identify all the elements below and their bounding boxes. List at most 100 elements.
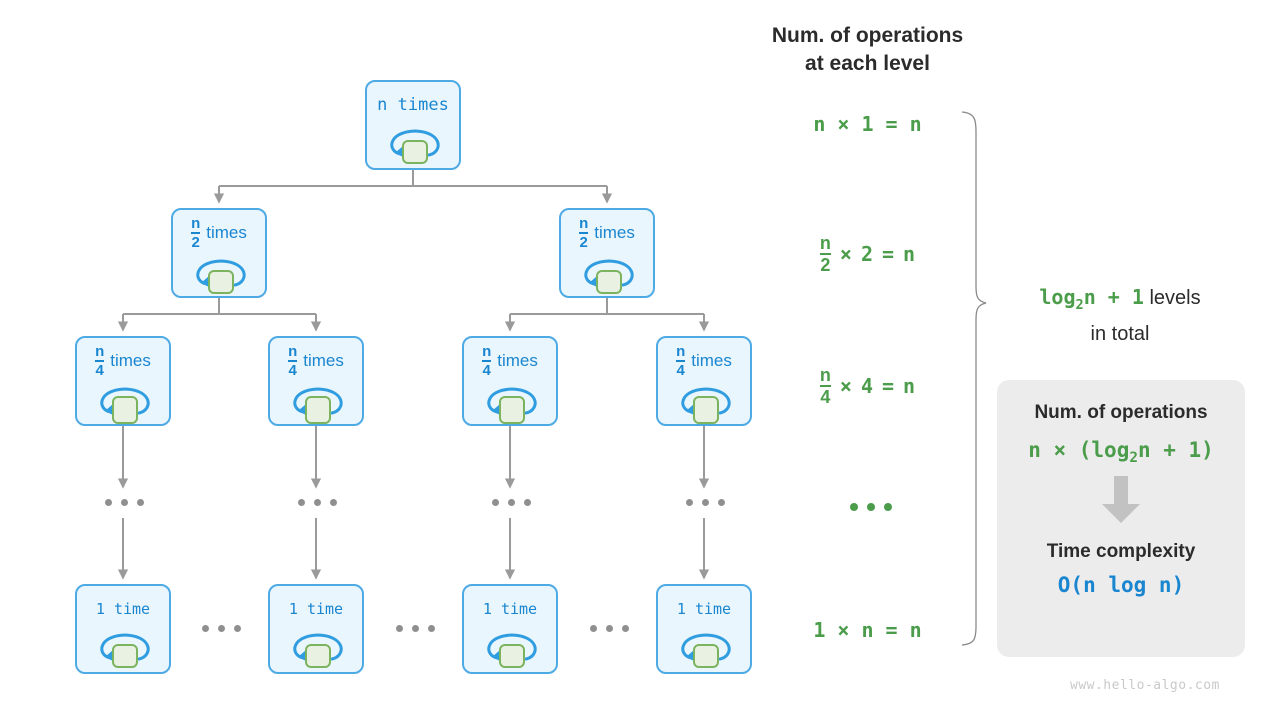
operation-box (693, 396, 719, 424)
operand: 2 (860, 242, 873, 266)
fraction: n 4 (676, 343, 686, 379)
vertical-ellipsis-3 (492, 499, 531, 506)
node-label: n times (377, 95, 449, 115)
dot (428, 625, 435, 632)
operations-row-level-3: n 4 × 4 = n (760, 364, 975, 408)
tree-node-level3-1[interactable]: n 4 times (75, 336, 171, 426)
operator-times: × (839, 242, 852, 266)
operation-box (305, 644, 331, 668)
dot (686, 499, 693, 506)
horizontal-ellipsis-3 (590, 625, 629, 632)
operations-title-line1: Num. of operations (771, 24, 964, 47)
tree-node-level2-left[interactable]: n 2 times (171, 208, 267, 298)
tree-node-level2-right[interactable]: n 2 times (559, 208, 655, 298)
fraction-bar (95, 360, 105, 362)
dot (218, 625, 225, 632)
operation-box (596, 270, 622, 294)
fraction: n 4 (482, 343, 492, 378)
dot (884, 503, 892, 511)
operations-row-level-1: n × 1 = n (760, 110, 975, 138)
operations-row-text: 1 × n = n (813, 618, 922, 642)
tree-node-level3-4[interactable]: n 4 times (656, 336, 752, 426)
fraction-bar (288, 360, 298, 362)
dot (702, 499, 709, 506)
fraction-bar (819, 384, 831, 388)
result: n (903, 374, 916, 398)
dot (412, 625, 419, 632)
node-label-suffix: times (691, 351, 732, 370)
vertical-ellipsis-4 (686, 499, 725, 506)
dot (524, 499, 531, 506)
node-label-suffix: times (110, 351, 151, 370)
tree-node-leaf-2[interactable]: 1 time (268, 584, 364, 674)
fraction-numerator: n (95, 343, 105, 360)
operation-box (112, 396, 138, 424)
node-label: n 4 times (464, 343, 556, 378)
node-label: n 4 times (270, 343, 362, 378)
tree-node-leaf-4[interactable]: 1 time (656, 584, 752, 674)
node-label: 1 time (288, 600, 344, 618)
levels-suffix: levels (1143, 287, 1201, 309)
fraction-denominator: 2 (191, 234, 200, 251)
tree-node-level3-3[interactable]: n 4 times (462, 336, 558, 426)
horizontal-ellipsis-2 (396, 625, 435, 632)
operations-row-text: n × 1 = n (813, 112, 922, 136)
dot (105, 499, 112, 506)
fraction-numerator: n (191, 215, 201, 232)
card-heading-complexity: Time complexity (1046, 541, 1196, 563)
dot (234, 625, 241, 632)
horizontal-ellipsis-1 (202, 625, 241, 632)
operations-title-line2: at each level (805, 52, 930, 75)
fraction: n 2 (819, 234, 831, 274)
operation-box (499, 644, 525, 668)
tree-node-level3-2[interactable]: n 4 times (268, 336, 364, 426)
tree-node-level1[interactable]: n times (365, 80, 461, 170)
fraction-numerator: n (819, 364, 831, 385)
fraction-numerator: n (579, 215, 589, 232)
fraction-denominator: 4 (676, 362, 685, 379)
fraction-numerator: n (482, 343, 492, 360)
operation-box (499, 396, 525, 424)
operation-box (112, 644, 138, 668)
dot (202, 625, 209, 632)
operations-column-title: Num. of operations at each level (760, 22, 975, 78)
node-label: 1 time (482, 600, 538, 618)
fraction-numerator: n (676, 343, 686, 360)
operations-row-level-2: n 2 × 2 = n (760, 232, 975, 276)
levels-in-total-note: log2n + 1 levels in total (990, 283, 1250, 349)
fraction-bar (579, 232, 589, 234)
fraction: n 2 (579, 215, 589, 250)
card-operations-formula: n × (log2n + 1) (1028, 438, 1214, 467)
fraction: n 4 (288, 343, 298, 378)
tree-node-leaf-3[interactable]: 1 time (462, 584, 558, 674)
operator-equals: = (882, 374, 895, 398)
node-label: n 4 times (77, 343, 169, 378)
watermark: www.hello-algo.com (1070, 678, 1220, 693)
dot (718, 499, 725, 506)
dot (314, 499, 321, 506)
levels-line2: in total (1090, 323, 1150, 345)
summary-card: Num. of operations n × (log2n + 1) Time … (997, 380, 1245, 657)
operations-row-ellipsis (850, 503, 892, 511)
node-label: 1 time (95, 600, 151, 618)
node-label-suffix: times (206, 223, 247, 242)
node-label: 1 time (676, 600, 732, 618)
dot (508, 499, 515, 506)
tree-node-leaf-1[interactable]: 1 time (75, 584, 171, 674)
fraction-bar (482, 360, 492, 362)
vertical-ellipsis-1 (105, 499, 144, 506)
fraction-numerator: n (288, 343, 298, 360)
dot (590, 625, 597, 632)
dot (330, 499, 337, 506)
dot (121, 499, 128, 506)
fraction-bar (676, 360, 686, 362)
operation-box (305, 396, 331, 424)
operation-box (693, 644, 719, 668)
dot (492, 499, 499, 506)
result: n (903, 242, 916, 266)
dot (606, 625, 613, 632)
dot (396, 625, 403, 632)
levels-formula: log2n + 1 (1039, 285, 1144, 313)
down-arrow-icon (1100, 476, 1142, 529)
